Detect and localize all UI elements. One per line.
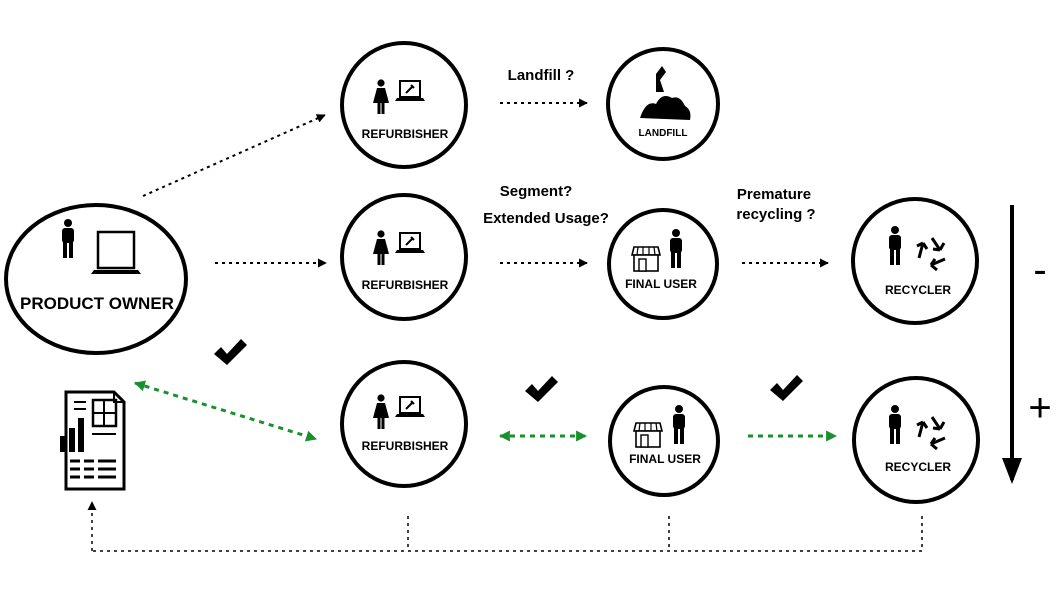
feedback-loop [87, 501, 923, 552]
scale-minus-label: - [1033, 248, 1046, 292]
refurbisher-top-label: REFURBISHER [362, 127, 449, 141]
shop-icon [633, 422, 663, 448]
recycler-bottom-node: RECYCLER [852, 376, 980, 504]
landfill-node: LANDFILL [606, 47, 720, 161]
final-user-bottom-label: FINAL USER [629, 452, 701, 466]
refurbisher-bottom-node: REFURBISHER [340, 360, 468, 488]
report-icon [60, 390, 126, 491]
refurbisher-top-node: REFURBISHER [340, 41, 468, 169]
final-user-mid-label: FINAL USER [625, 277, 697, 291]
question-premature-line1: Premature [737, 186, 811, 203]
final-user-mid-node: FINAL USER [607, 208, 719, 320]
connector-owner-refurbisher-top [142, 114, 326, 197]
checkmark-icon [214, 339, 247, 365]
question-premature-line2: recycling ? [736, 206, 815, 223]
recycler-mid-node: RECYCLER [851, 197, 979, 325]
recycler-mid-label: RECYCLER [885, 283, 951, 297]
wrench-icon [394, 396, 426, 418]
shop-icon [631, 246, 661, 272]
question-landfill: Landfill ? [508, 67, 575, 84]
scale-arrowhead [1002, 458, 1022, 484]
wrench-icon [394, 232, 426, 254]
refurbisher-mid-node: REFURBISHER [340, 193, 468, 321]
refurbisher-bottom-label: REFURBISHER [362, 439, 449, 453]
recycler-bottom-label: RECYCLER [885, 460, 951, 474]
wrench-icon [394, 80, 426, 102]
scale-plus-label: + [1028, 386, 1051, 430]
landfill-label: LANDFILL [639, 128, 688, 139]
product-owner-label: PRODUCT OWNER [20, 294, 174, 313]
connector-report-refurbisher-bottom [133, 380, 318, 442]
landfill-icon [640, 66, 691, 120]
question-segment: Segment? [500, 183, 573, 200]
final-user-bottom-node: FINAL USER [608, 385, 720, 497]
laptop-icon [91, 230, 141, 274]
product-owner-node: PRODUCT OWNER [4, 203, 188, 355]
checkmark-icon [770, 375, 803, 401]
refurbisher-mid-label: REFURBISHER [362, 278, 449, 292]
question-extended-usage: Extended Usage? [483, 210, 609, 227]
checkmark-icon [525, 376, 558, 402]
